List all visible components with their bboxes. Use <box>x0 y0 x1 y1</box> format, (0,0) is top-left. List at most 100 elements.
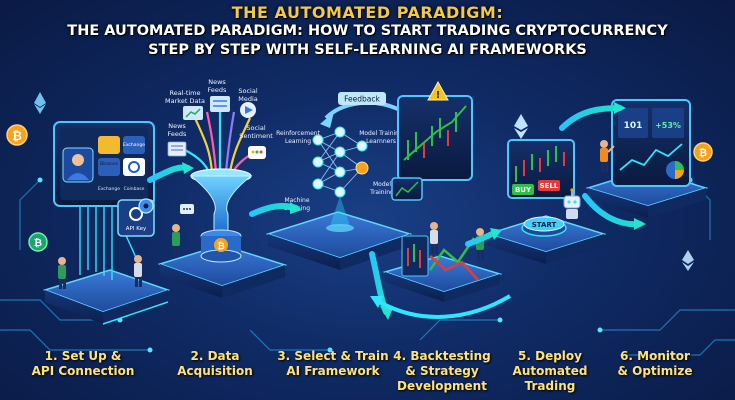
market-chart-icon <box>183 106 203 120</box>
ai-core-beam <box>326 196 354 232</box>
src-news-left-1: News <box>168 122 186 130</box>
header-title: THE AUTOMATED PARADIGM: HOW TO START TRA… <box>0 22 735 60</box>
src-news-left-2: Feeds <box>168 130 188 138</box>
step2-platform <box>157 244 288 298</box>
person-figure-step3 <box>430 222 438 254</box>
ai-mt-2: Learnners <box>366 138 396 145</box>
step-4-label: 4. Backtesting & Strategy Development <box>384 349 500 394</box>
exchange-label-0: Exchange <box>123 142 145 148</box>
ai-ml-1: Machine <box>284 197 309 204</box>
step-5-line3: Trading <box>524 379 576 393</box>
api-key-label: API Key <box>126 226 147 232</box>
svg-text:₿: ₿ <box>12 129 22 143</box>
step3-platform <box>265 211 413 270</box>
step-4-line2: & Strategy <box>405 364 479 378</box>
person-figure-step1-b <box>134 255 142 287</box>
newspaper-icon <box>167 141 187 157</box>
flow-arrow-heads <box>182 102 646 320</box>
loop-arrow <box>370 294 512 319</box>
ai-mtr-2: Training <box>369 189 394 196</box>
step-3-label: 3. Select & Train AI Framework <box>268 349 398 379</box>
sell-label: SELL <box>540 182 559 190</box>
svg-text:₿: ₿ <box>217 241 224 252</box>
step-6-line1: 6. Monitor <box>620 349 690 363</box>
ai-rl-2: Learning <box>285 138 311 145</box>
warning-icon: ! <box>427 80 449 101</box>
stat-1-value: 101 <box>624 121 643 131</box>
database-stack-icon: ₿ <box>200 229 242 263</box>
header-title-line1: THE AUTOMATED PARADIGM: HOW TO START TRA… <box>67 23 668 39</box>
exchange-label-3: Coinbase <box>124 186 145 192</box>
person-figure-step6 <box>600 140 615 172</box>
src-social-1: Social <box>238 87 257 95</box>
ethereum-coin-icon <box>34 92 46 114</box>
pie-gauge-icon <box>666 161 684 179</box>
bitcoin-coin-icon-2: ₿ <box>28 232 48 252</box>
buy-label: BUY <box>515 186 532 194</box>
ethereum-coin-icon-2 <box>514 114 528 139</box>
step-6-label: 6. Monitor & Optimize <box>605 349 705 379</box>
backtest-monitor-large <box>397 95 473 181</box>
person-figure-step2 <box>172 224 180 256</box>
start-label: START <box>532 221 557 229</box>
step-1-line2: API Connection <box>31 364 135 378</box>
social-play-icon <box>240 102 256 118</box>
circuit-traces <box>0 179 735 356</box>
svg-text:₿: ₿ <box>699 147 707 159</box>
svg-text:₿: ₿ <box>34 237 42 249</box>
backtest-monitor-small <box>391 177 423 201</box>
svg-text:!: ! <box>436 90 441 101</box>
person-figure-step4 <box>476 228 484 260</box>
chat-bubble-icon <box>180 204 194 214</box>
src-realtime-2: Market Data <box>165 97 205 105</box>
exchange-label-2: Exchange <box>98 186 120 192</box>
user-avatar-icon <box>62 147 94 183</box>
step-1-line1: 1. Set Up & <box>44 349 122 363</box>
src-news-top-2: Feeds <box>208 86 228 94</box>
ethereum-coin-icon-3 <box>682 250 694 271</box>
feedback-label: Feedback <box>344 95 380 104</box>
step-5-label: 5. Deploy Automated Trading <box>500 349 600 394</box>
step-4-line3: Development <box>397 379 487 393</box>
step-4-line1: 4. Backtesting <box>393 349 491 363</box>
exchange-binance-tile: Binance Exchange Exchange Coinbase <box>98 136 145 192</box>
server-tower-icon <box>210 96 230 112</box>
person-figure-step1 <box>58 257 66 289</box>
ai-mtr-1: Model <box>373 181 391 188</box>
step-5-line2: Automated <box>512 364 588 378</box>
source-labels: Real-time Market Data News Feeds News Fe… <box>165 78 273 140</box>
src-news-top-1: News <box>208 78 226 86</box>
src-social-2: Media <box>238 95 258 103</box>
step-3-line2: AI Framework <box>286 364 380 378</box>
step-5-line1: 5. Deploy <box>518 349 582 363</box>
step-2-label: 2. Data Acquisition <box>160 349 270 379</box>
header-title-line2: STEP BY STEP WITH SELF-LEARNING AI FRAME… <box>148 42 587 58</box>
bitcoin-coin-icon-3: ₿ <box>693 142 713 162</box>
src-realtime-1: Real-time <box>169 89 200 97</box>
ai-mt-1: Model Training <box>359 130 403 137</box>
step5-platform <box>485 215 607 264</box>
gear-icon <box>138 198 154 214</box>
bitcoin-coin-icon: ₿ <box>6 124 28 146</box>
step-6-line2: & Optimize <box>617 364 693 378</box>
robot-icon <box>563 188 581 219</box>
step-2-line2: Acquisition <box>177 364 253 378</box>
step-2-line1: 2. Data <box>190 349 240 363</box>
neural-network-diagram <box>312 126 369 198</box>
feedback-arrow: Feedback <box>320 92 401 128</box>
stat-2-value: +53% <box>655 121 681 130</box>
data-funnel <box>189 168 253 233</box>
step-1-label: 1. Set Up & API Connection <box>28 349 138 379</box>
start-button-icon: START <box>521 216 567 237</box>
sentiment-chat-icon <box>248 146 266 159</box>
step-3-line1: 3. Select & Train <box>277 349 389 363</box>
exchange-label-1: Binance <box>100 161 118 167</box>
src-sentiment-2: Sentiment <box>239 132 273 140</box>
buy-sell-panel: BUY SELL <box>512 180 560 195</box>
strategy-charts <box>401 235 479 281</box>
header-kicker: THE AUTOMATED PARADIGM: <box>231 3 504 22</box>
ai-rl-1: Reinforcement <box>276 130 321 137</box>
src-sentiment-1: Social <box>246 124 265 132</box>
